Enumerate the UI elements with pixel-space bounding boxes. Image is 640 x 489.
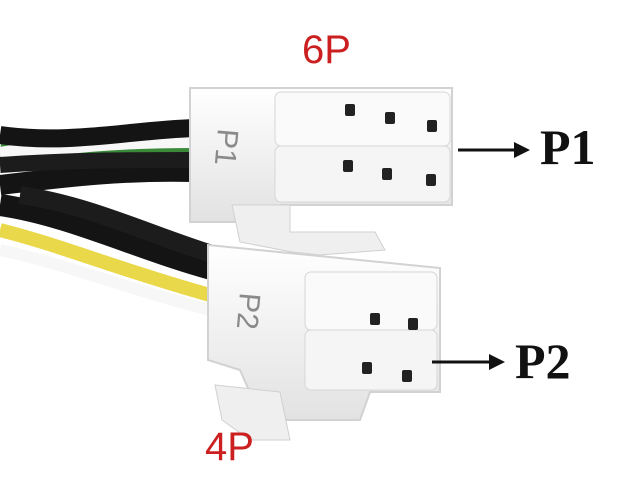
connector-4-pin: P2 <box>207 243 441 441</box>
molded-label-p1: P1 <box>208 127 244 166</box>
wire-black-bottom2 <box>18 186 218 264</box>
pin-sockets-4 <box>362 313 418 382</box>
molded-label-p2: P2 <box>230 291 266 330</box>
wire-white-bottom <box>0 244 212 316</box>
connector-6-pin: P1 <box>189 87 453 256</box>
pin-sockets-6 <box>343 104 437 186</box>
pin-count-4p: 4P <box>205 425 254 469</box>
pin-count-6p: 6P <box>302 28 351 72</box>
arrow-p2 <box>432 354 505 370</box>
wire-yellow <box>0 223 212 302</box>
connector-label-p2: P2 <box>515 333 571 389</box>
cable-bundle <box>0 119 218 316</box>
wire-black-bottom1 <box>0 194 218 281</box>
wire-black-top2 <box>0 161 196 195</box>
latch-top <box>231 204 386 256</box>
latch-bottom <box>214 384 291 441</box>
connector-label-p1: P1 <box>540 119 596 175</box>
wire-black-top1 <box>0 119 196 148</box>
wire-black-top3 <box>0 152 196 173</box>
arrow-p1 <box>458 142 530 158</box>
